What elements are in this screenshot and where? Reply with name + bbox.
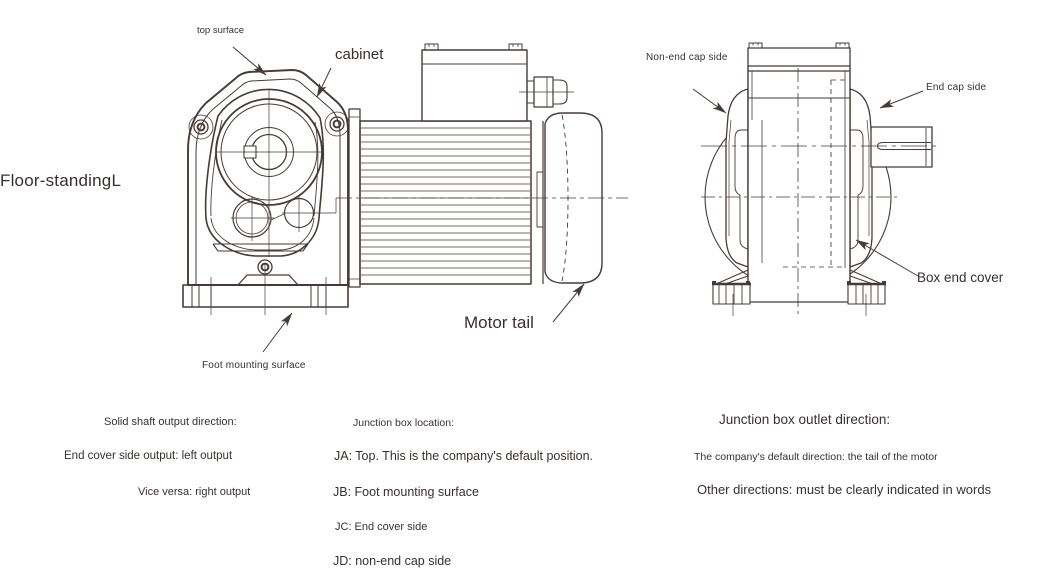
- callout-non-end-cap-side: Non-end cap side: [646, 52, 728, 63]
- callout-foot-mounting-surface: Foot mounting surface: [202, 360, 306, 371]
- hidden-edge-lines: [783, 79, 847, 268]
- cable-gland: [519, 76, 574, 108]
- box-end-cover-arrow: [855, 239, 919, 277]
- output-shaft-bore: [215, 90, 323, 257]
- end-cap-arrow: [879, 90, 924, 109]
- callout-end-cap-side: End cap side: [926, 82, 987, 93]
- solid-shaft-line2: Vice versa: right output: [138, 486, 251, 498]
- foot-mounting-arrow: [262, 312, 293, 353]
- cabinet-arrow: [316, 67, 332, 98]
- motor-body-top: [747, 42, 851, 283]
- lower-gear-circles: [231, 196, 337, 241]
- motor-body: [359, 120, 532, 285]
- solid-shaft-line1: End cover side output: left output: [64, 450, 233, 462]
- callout-top-surface: top surface: [197, 25, 244, 36]
- motor-tail-cover: [536, 112, 603, 284]
- mounting-feet: [712, 269, 886, 316]
- gearbox-cover-seam: [195, 78, 341, 285]
- view-title: Floor-standingL: [0, 171, 122, 190]
- callout-cabinet: cabinet: [335, 46, 384, 63]
- junction-box-outlet-heading: Junction box outlet direction:: [719, 412, 891, 427]
- non-end-cap-arrow: [692, 88, 727, 114]
- callout-box-end-cover: Box end cover: [917, 270, 1004, 285]
- junction-box-top: [747, 47, 851, 67]
- junction-box-location-jc: JC: End cover side: [335, 521, 428, 533]
- bottom-bolt: [237, 259, 299, 286]
- end-cap: [849, 88, 873, 268]
- output-shaft: [870, 126, 933, 168]
- motor-end-view: [701, 42, 941, 316]
- junction-box-outlet-line2: Other directions: must be clearly indica…: [697, 482, 992, 497]
- motor-side-view: [336, 43, 628, 288]
- non-end-cap: [725, 88, 749, 268]
- junction-box-location-heading: Junction box location:: [353, 417, 454, 429]
- junction-box-outlet-line1: The company's default direction: the tai…: [694, 451, 938, 463]
- crosshair-lines: [216, 90, 322, 257]
- motor-tail-arrow: [552, 283, 585, 323]
- mounting-hole-centerlines: [210, 263, 327, 315]
- gearbox-front-view: [182, 69, 350, 315]
- corner-bolt-right: [324, 111, 350, 137]
- corner-bolt-left: [188, 114, 214, 140]
- top-surface-arrow: [232, 46, 267, 76]
- gear-cover-recess: [204, 88, 325, 257]
- junction-box-location-jb: JB: Foot mounting surface: [333, 485, 479, 499]
- foot-base-plate: [182, 263, 349, 315]
- junction-box-location-ja: JA: Top. This is the company's default p…: [334, 449, 594, 463]
- callout-arrows: [232, 46, 924, 353]
- solid-shaft-heading: Solid shaft output direction:: [104, 416, 237, 428]
- cooling-fins: [361, 127, 530, 276]
- junction-box: [421, 43, 528, 122]
- bottom-seam-bar: [212, 243, 309, 252]
- gearbox-housing-outline: [187, 69, 349, 286]
- junction-box-location-jd: JD: non-end cap side: [333, 554, 452, 568]
- callout-motor-tail: Motor tail: [464, 313, 534, 332]
